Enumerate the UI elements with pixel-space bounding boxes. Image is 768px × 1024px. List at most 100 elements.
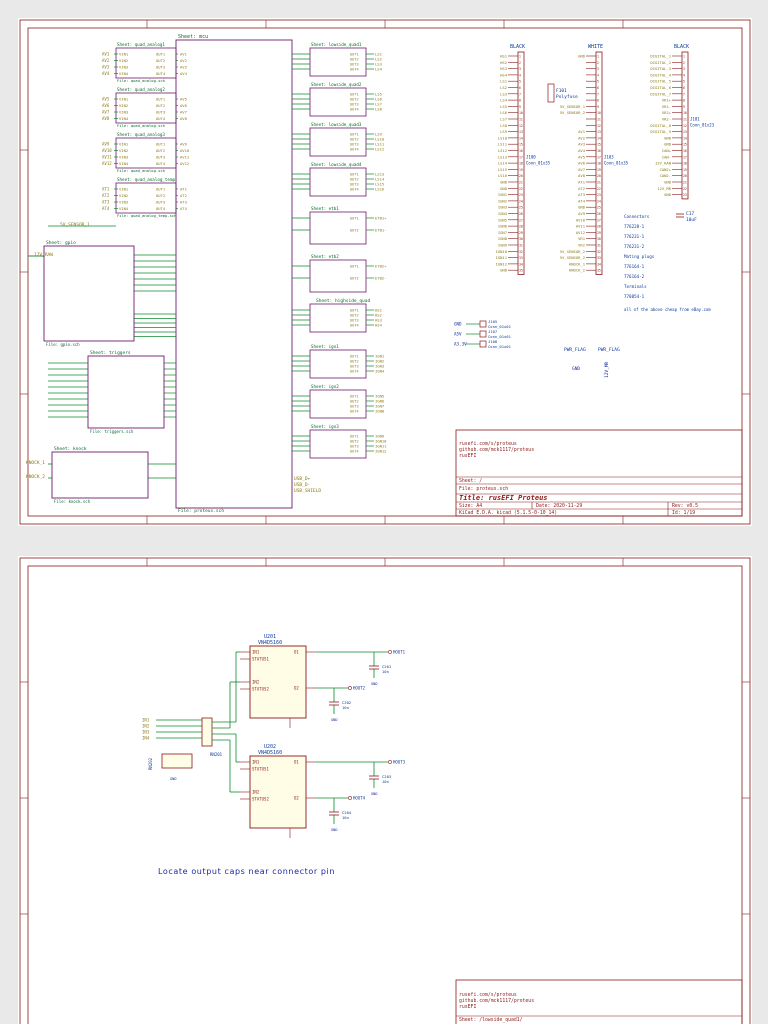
analog-pin-in: VIN2 xyxy=(119,103,128,108)
mcu-sheet-box[interactable] xyxy=(175,39,293,509)
output-sheet-box[interactable] xyxy=(309,211,367,245)
connector-pin-net: HS3 xyxy=(500,66,507,71)
output-pin-label: OUT4 xyxy=(350,148,359,152)
output-pin-label: OUT3 xyxy=(350,143,359,147)
output-sheet-box[interactable] xyxy=(309,87,367,117)
output-net-label: HS1 xyxy=(375,308,383,313)
polyfuse[interactable]: F101 Polyfuse xyxy=(547,83,578,103)
output-net-label: LS1 xyxy=(375,52,383,57)
analog-pin-in: VIN2 xyxy=(119,193,128,198)
connector-pin-net: AV3 xyxy=(578,142,585,147)
output-net-label: LS3 xyxy=(375,62,382,67)
output-pin-label: OUT2 xyxy=(350,314,359,318)
connector-pin-net: HS1 xyxy=(500,54,508,59)
connector-note-line: 776231-2 xyxy=(624,244,645,249)
cap-value: 10n xyxy=(342,705,349,710)
ic-body[interactable] xyxy=(249,645,307,719)
connector-pin-net: AV6 xyxy=(578,161,586,166)
connector-pin-net: 5V_SENSOR_2 xyxy=(560,110,585,115)
output-net: HOUT4 xyxy=(353,796,366,801)
triggers-sheet-box[interactable] xyxy=(87,355,165,429)
ic-part: VN4D5160 xyxy=(258,640,282,646)
connector-pin-number: 11 xyxy=(519,118,523,122)
connector-pin-number: 9 xyxy=(519,105,521,109)
cap-ref: C203 xyxy=(382,774,391,779)
connector-pin-net: LS1 xyxy=(500,79,508,84)
connector-pin-number: 4 xyxy=(597,73,599,77)
output-sheet-box[interactable] xyxy=(309,349,367,379)
capacitor-c17[interactable]: C17 10uF xyxy=(676,211,697,223)
connector-pin-net: 5V_SENSOR_1 xyxy=(560,104,586,109)
output-pin-label: OUT1 xyxy=(350,217,359,221)
small-conn-body[interactable] xyxy=(479,320,487,328)
connector-pin-net: LS5 xyxy=(500,104,507,109)
analog-sheet-box[interactable] xyxy=(115,92,177,124)
knock-input-1: KNOCK_1 xyxy=(26,460,45,466)
output-sheet-box[interactable] xyxy=(309,303,367,333)
connector-pin-net: LS8 xyxy=(500,123,508,128)
tb1-file: File: proteus.sch xyxy=(459,486,508,492)
output-sheet-box[interactable] xyxy=(309,47,367,77)
tb1-id: Id: 1/19 xyxy=(672,510,695,516)
resistor-network-rn202[interactable] xyxy=(161,753,193,769)
ic-body[interactable] xyxy=(249,755,307,829)
output-sheet-box[interactable] xyxy=(309,389,367,419)
c17-ref: C17 xyxy=(686,211,694,217)
connector-pin-net: GND xyxy=(500,180,508,185)
output-pin-label: OUT2 xyxy=(350,98,359,102)
connector-pin-number: 10 xyxy=(683,111,687,115)
output-net-label: HS2 xyxy=(375,313,382,318)
output-port xyxy=(388,760,392,764)
output-net-label: ETB1- xyxy=(375,228,386,233)
small-conn-net: A5V xyxy=(454,332,462,337)
output-pin-label: OUT1 xyxy=(350,395,359,399)
analog-input-label: AV7 xyxy=(102,110,110,115)
analog-sheet-file: File: quad_analog_temp.sch xyxy=(117,213,176,218)
analog-pin-in: VIN3 xyxy=(119,65,128,70)
connector-pin-number: 8 xyxy=(597,99,599,103)
output-sheet-box[interactable] xyxy=(309,259,367,293)
tb2-url1: rusefi.com/s/proteus xyxy=(459,992,517,998)
ic-part: VN4D5160 xyxy=(258,750,282,756)
ic-pin-label: O2 xyxy=(294,686,299,691)
analog-pin-out: OUT4 xyxy=(156,161,166,166)
connector-pin-net: GND xyxy=(500,186,508,191)
analog-sheet-box[interactable] xyxy=(115,182,177,214)
output-net-label: LS4 xyxy=(375,67,383,72)
connector-pin-number: 12 xyxy=(683,124,687,128)
connector-pin-net: LS16 xyxy=(498,173,508,178)
connector-pin-number: 32 xyxy=(519,250,523,254)
connector-pin-net: VR1- xyxy=(662,104,671,109)
analog-sheet-box[interactable] xyxy=(115,47,177,79)
output-sheet-box[interactable] xyxy=(309,167,367,197)
output-net: HOUT3 xyxy=(393,760,406,765)
output-net-label: LS5 xyxy=(375,92,382,97)
output-pin-label: OUT3 xyxy=(350,63,359,67)
knock-sheet-box[interactable] xyxy=(51,451,149,499)
analog-input-label: AV12 xyxy=(102,161,112,166)
highside-sheet-name: Sheet: highside_quad xyxy=(316,298,370,304)
output-pin-label: OUT1 xyxy=(350,435,359,439)
output-net-label: HS4 xyxy=(375,323,383,328)
analog-sheet-box[interactable] xyxy=(115,137,177,169)
connector-pin-net: DIGITAL_8 xyxy=(650,123,671,128)
connector-value: Conn_01x35 xyxy=(526,160,551,165)
output-sheet-name: Sheet: lowside_quad3 xyxy=(311,122,362,127)
connector-pin-number: 34 xyxy=(519,262,523,266)
connector-pin-net: IGN6 xyxy=(498,224,508,229)
output-sheet-name: Sheet: lowside_quad1 xyxy=(311,42,362,47)
analog-sheet-name: Sheet: quad_analog3 xyxy=(117,132,165,137)
connector-pin-number: 16 xyxy=(683,149,687,153)
connector-note-line: Connectors xyxy=(624,214,650,219)
output-sheet-box[interactable] xyxy=(309,127,367,157)
small-conn-body[interactable] xyxy=(479,330,487,338)
resistor-network-rn201[interactable] xyxy=(201,717,213,747)
analog-input-label: AV2 xyxy=(102,58,110,63)
cap-ref: C204 xyxy=(342,810,352,815)
analog-pin-in: VIN1 xyxy=(119,142,129,147)
analog-output-label: AT1 xyxy=(180,187,188,192)
small-conn-body[interactable] xyxy=(479,340,487,348)
gpio-sheet-box[interactable] xyxy=(43,245,135,342)
output-sheet-box[interactable] xyxy=(309,429,367,459)
